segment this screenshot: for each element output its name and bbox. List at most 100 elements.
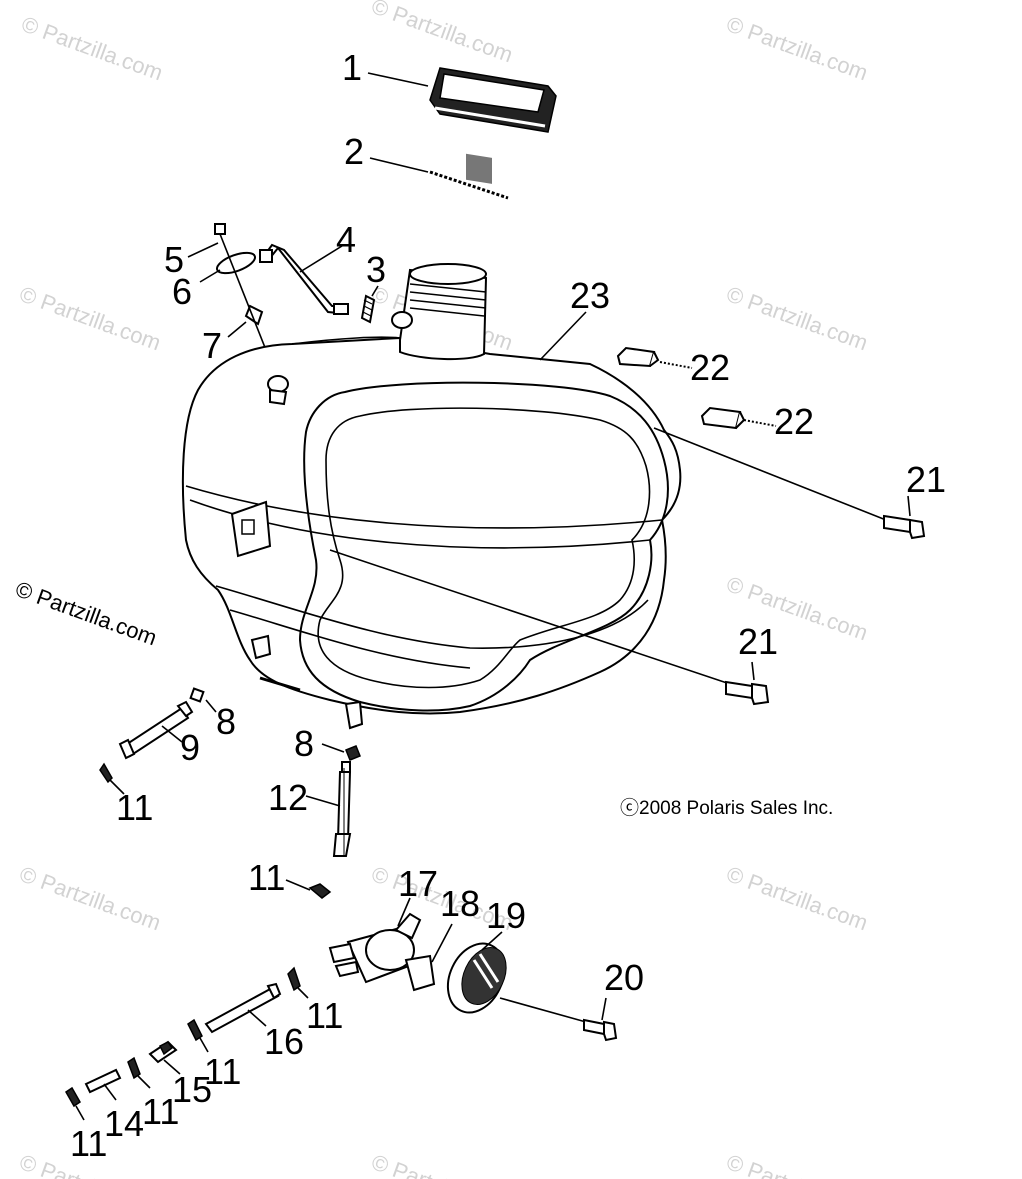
copyright-notice: ⓒ2008 Polaris Sales Inc. (620, 797, 833, 819)
callout-label: 2 (344, 131, 364, 172)
callout-label: 11 (70, 1123, 107, 1164)
leader-line (305, 795, 341, 807)
callout-label: 19 (486, 895, 526, 936)
callout-label: 21 (738, 621, 778, 662)
part-screw[interactable] (214, 223, 226, 235)
leader-line (205, 699, 217, 713)
callout-label: 18 (440, 883, 480, 924)
callout-label: 1 (342, 47, 362, 88)
leader-line (481, 931, 503, 951)
leader-line (161, 725, 183, 743)
callout-label: 11 (204, 1051, 241, 1092)
callout-label: 11 (248, 857, 285, 898)
watermark: © Partzilla.com (723, 281, 871, 355)
callout-label: 21 (906, 459, 946, 500)
leader-line (299, 245, 343, 273)
watermark: © Partzilla.com (18, 11, 166, 85)
part-cap-tether[interactable] (429, 170, 509, 200)
callout-label: 22 (690, 347, 730, 388)
leader-line (163, 1059, 181, 1075)
part-bolt[interactable] (725, 680, 770, 706)
callout-label: 9 (180, 727, 200, 768)
part-check-valve[interactable] (360, 294, 376, 324)
callout-label: 5 (164, 239, 184, 280)
leader-line (321, 743, 345, 753)
leader-line (743, 419, 777, 427)
part-clip[interactable] (127, 1056, 141, 1080)
leader-line (371, 285, 379, 297)
callout-label: 20 (604, 957, 644, 998)
leader-line (659, 361, 693, 369)
part-short-tube[interactable] (84, 1068, 122, 1094)
leader-line (103, 1083, 117, 1101)
part-fuel-line[interactable] (332, 761, 352, 857)
leader-line (137, 1075, 151, 1089)
part-fitting[interactable] (148, 1040, 178, 1064)
callout-label: 11 (116, 787, 153, 828)
watermark: © Partzilla.com (16, 281, 164, 355)
callout-label: 14 (104, 1103, 144, 1144)
leader-line (539, 311, 587, 361)
leader-line (499, 997, 587, 1023)
part-bolt[interactable] (883, 514, 926, 540)
callout-label: 15 (172, 1069, 212, 1110)
part-clip[interactable] (65, 1086, 81, 1108)
part-fuel-valve[interactable] (328, 912, 436, 992)
part-clip[interactable] (308, 883, 332, 899)
leader-line (109, 779, 125, 795)
callout-label: 22 (774, 401, 814, 442)
callout-label: 6 (172, 271, 192, 312)
part-vent-hose[interactable] (259, 243, 349, 315)
part-clip[interactable] (287, 966, 301, 992)
watermark: © Partzilla.com (723, 11, 871, 85)
callout-label: 8 (216, 701, 236, 742)
leader-line (431, 923, 453, 963)
part-hose-fitting[interactable] (118, 700, 194, 760)
leader-line (397, 897, 411, 927)
part-fuel-tank[interactable] (181, 263, 682, 730)
leader-line (751, 661, 755, 681)
watermark-dark: © Partzilla.com (12, 576, 160, 650)
leader-line (369, 157, 429, 173)
callout-label: 8 (294, 723, 314, 764)
leader-line (329, 549, 731, 685)
leader-line (653, 427, 887, 521)
watermark: © Partzilla.com (368, 1149, 516, 1179)
callout-label: 12 (268, 777, 308, 818)
leader-line (227, 321, 247, 338)
part-clamp[interactable] (345, 745, 361, 761)
leader-line (601, 997, 607, 1021)
callout-label: 11 (306, 995, 343, 1036)
leader-line (285, 879, 311, 891)
callout-label: 23 (570, 275, 610, 316)
part-tube[interactable] (204, 982, 282, 1034)
leader-line (907, 495, 911, 517)
part-fuel-cap[interactable] (429, 67, 557, 184)
part-clip[interactable] (99, 762, 113, 784)
leader-line (75, 1105, 85, 1121)
callout-label: 11 (142, 1091, 179, 1132)
part-clip[interactable] (187, 1018, 203, 1042)
part-bolt[interactable] (583, 1018, 618, 1042)
part-clamp[interactable] (189, 687, 205, 703)
leader-line (367, 72, 429, 87)
part-washer[interactable] (214, 249, 257, 278)
callout-label: 4 (336, 219, 356, 260)
leader-line (297, 987, 309, 999)
callout-label: 16 (264, 1021, 304, 1062)
watermark: © Partzilla.com (368, 0, 516, 67)
part-valve-knob[interactable] (437, 934, 515, 1021)
callout-label: 7 (202, 325, 222, 366)
callout-label: 17 (398, 863, 438, 904)
part-tank-pad[interactable] (700, 406, 746, 430)
callout-label: 3 (366, 249, 386, 290)
callout-layer: 1 2 3 4 5 6 7 23 22 22 21 21 8 9 11 8 12… (70, 47, 946, 1164)
part-tank-pad[interactable] (616, 346, 660, 368)
leader-line (187, 242, 219, 258)
watermark: © Partzilla.com (723, 1149, 871, 1179)
leader-line (199, 1037, 209, 1053)
watermark: © Partzilla.com (723, 861, 871, 935)
leader-line (199, 269, 221, 283)
watermark: © Partzilla.com (16, 861, 164, 935)
